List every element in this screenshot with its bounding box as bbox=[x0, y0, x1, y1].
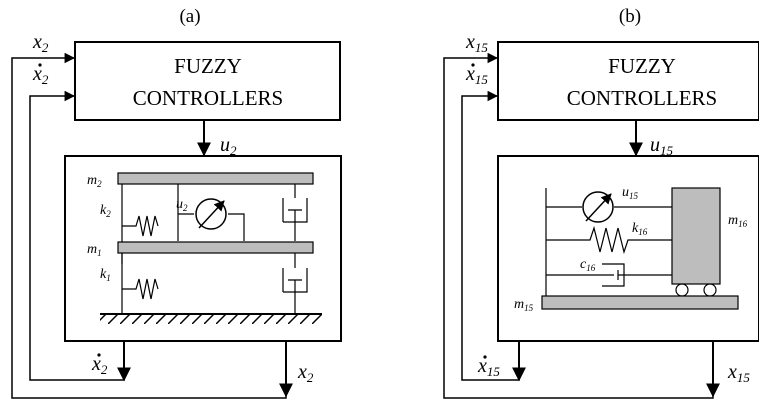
panel-a-damper-lower bbox=[282, 253, 308, 314]
panel-b-m16-label: m16 bbox=[728, 213, 748, 229]
panel-a-controller-line2: CONTROLLERS bbox=[133, 86, 284, 110]
panel-b-u-label: u15 bbox=[650, 134, 674, 158]
panel-a-xdot-dot bbox=[38, 63, 42, 67]
panel-a-fuzzy-controller-box bbox=[74, 41, 341, 121]
panel-b-xdot-dot bbox=[471, 63, 475, 67]
panel-b: (b) FUZZY CONTROLLERS u15 u15 k16 c16 m1… bbox=[443, 6, 759, 399]
panel-a-out-xdot-dot bbox=[97, 353, 101, 357]
panel-b-spring-k16 bbox=[546, 225, 672, 255]
panel-b-wheel-right bbox=[703, 283, 717, 297]
panel-a-x-input-label: x2 bbox=[32, 31, 49, 55]
panel-a-xdot-input-label: x2 bbox=[32, 63, 49, 87]
panel-b-controller-line2: CONTROLLERS bbox=[567, 86, 718, 110]
panel-b-damper-c16 bbox=[546, 263, 672, 287]
panel-b-k16-label: k16 bbox=[632, 221, 648, 237]
panel-b-x-input-label: x15 bbox=[465, 31, 488, 55]
panel-b-u-actuator-label: u15 bbox=[622, 185, 639, 201]
panel-b-mass-m15 bbox=[541, 295, 739, 310]
panel-a-actuator-arrow bbox=[198, 200, 225, 229]
panel-a-damper-upper bbox=[282, 184, 308, 241]
panel-b-xdot-output-label: x15 bbox=[477, 355, 500, 379]
panel-a-controller-line1: FUZZY bbox=[174, 54, 242, 78]
panel-a-k2-label: k2 bbox=[100, 203, 111, 219]
panel-b-fuzzy-controller-box bbox=[497, 41, 759, 121]
panel-b-x-output-label: x15 bbox=[727, 361, 750, 385]
panel-b-controller-line1: FUZZY bbox=[608, 54, 676, 78]
panel-b-xdot-input-label: x15 bbox=[465, 63, 488, 87]
panel-a-actuator-wires bbox=[177, 184, 245, 241]
panel-b-c16-label: c16 bbox=[580, 257, 596, 273]
panel-b-out-xdot-dot bbox=[483, 355, 487, 359]
panel-a-mass-m1 bbox=[117, 241, 314, 254]
panel-b-m15-label: m15 bbox=[514, 297, 534, 313]
panel-a-ground-hatch bbox=[100, 314, 322, 324]
panel-a-u-actuator-label: u2 bbox=[176, 197, 188, 213]
panel-a-u-label: u2 bbox=[220, 134, 237, 158]
panel-b-actuator-arrow bbox=[585, 193, 612, 222]
panel-a-m2-label: m2 bbox=[87, 173, 102, 189]
panel-b-label: (b) bbox=[619, 6, 641, 27]
panel-a-label: (a) bbox=[179, 6, 200, 27]
panel-a-x-output-label: x2 bbox=[297, 361, 314, 385]
panel-a-mass-m2 bbox=[117, 172, 314, 185]
panel-b-wheel-left bbox=[675, 283, 689, 297]
panel-a-m1-label: m1 bbox=[87, 242, 102, 258]
panel-a-spring-k1 bbox=[121, 253, 159, 314]
panel-a-k1-label: k1 bbox=[100, 267, 111, 283]
panel-b-mass-m16 bbox=[671, 187, 721, 285]
panel-a: (a) FUZZY CONTROLLERS u2 m2 k2 u2 m1 k1 bbox=[11, 6, 342, 399]
panel-a-xdot-output-label: x2 bbox=[91, 353, 108, 377]
